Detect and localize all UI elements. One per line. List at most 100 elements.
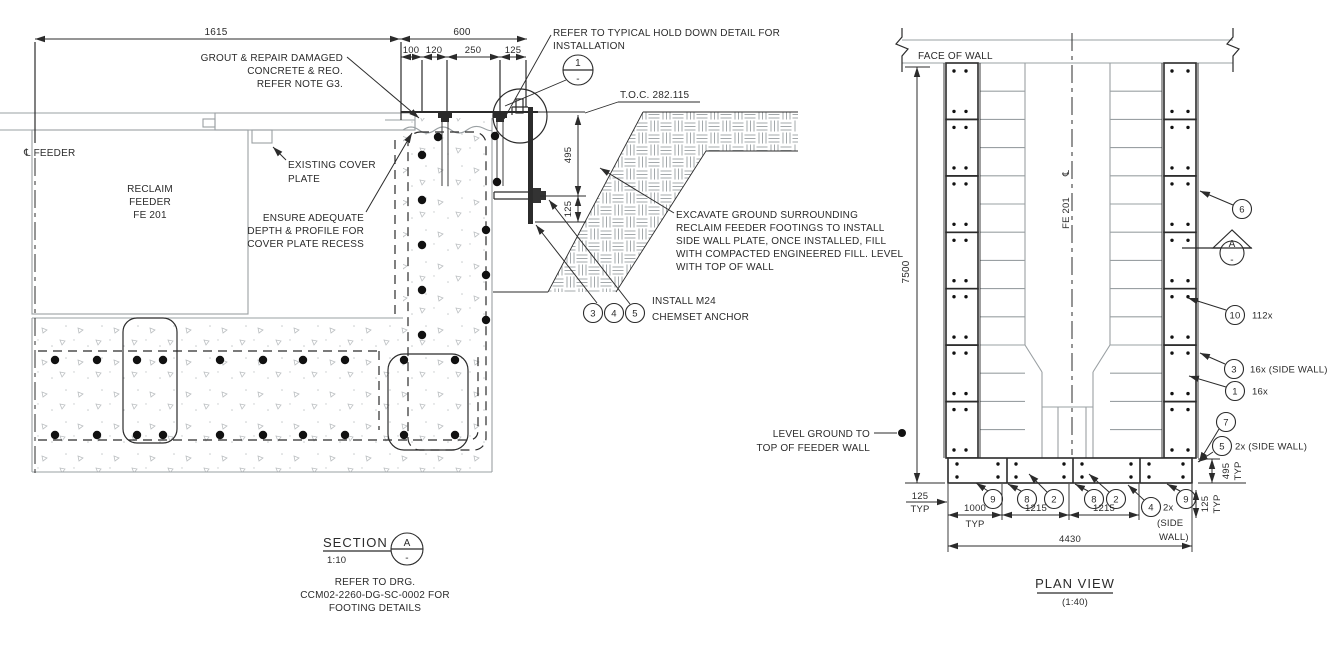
chemset-anchor-bolt bbox=[493, 188, 546, 203]
ensure-note-1: ENSURE ADEQUATE bbox=[263, 213, 364, 224]
callout-10-leader bbox=[1187, 297, 1227, 311]
ensure-note-2: DEPTH & PROFILE FOR bbox=[247, 226, 364, 237]
rebar-dot bbox=[450, 430, 460, 440]
wall-plate bbox=[1163, 231, 1197, 290]
excavate-note-5: WITH TOP OF WALL bbox=[676, 262, 774, 273]
rebar-dot bbox=[433, 132, 443, 142]
plate-bolt-dot bbox=[1170, 109, 1174, 114]
footer-note-2: CCM02-2260-DG-SC-0002 FOR bbox=[300, 590, 450, 601]
plate-bolt-dot bbox=[1186, 182, 1190, 186]
ensure-note-3: COVER PLATE RECESS bbox=[247, 239, 364, 250]
plan-marker-letter: A bbox=[1229, 239, 1236, 250]
plate-bolt-dot bbox=[1170, 69, 1174, 73]
excavation-slope-line bbox=[493, 111, 707, 293]
cover-note-2: PLATE bbox=[288, 174, 320, 185]
rebar-dot bbox=[417, 330, 427, 340]
band-bolt-dot bbox=[1062, 462, 1066, 466]
cover-plate-step bbox=[251, 129, 273, 144]
plate-bolt-dot bbox=[1170, 182, 1174, 186]
plate-bolt-dot bbox=[1186, 238, 1190, 242]
wall-plate bbox=[945, 400, 979, 459]
plate-bolt-dot bbox=[1170, 279, 1174, 283]
side-plate-angle bbox=[511, 106, 528, 115]
level-ground-note-2: TOP OF FEEDER WALL bbox=[757, 443, 871, 454]
face-of-wall-label: FACE OF WALL bbox=[918, 51, 993, 62]
wall-plate bbox=[1163, 400, 1197, 459]
rebar-dot bbox=[481, 270, 491, 280]
callout-7-label: 7 bbox=[1223, 418, 1228, 429]
plate-bolt-dot bbox=[964, 407, 968, 412]
plate-bolt-dot bbox=[952, 125, 956, 130]
rebar-dot bbox=[92, 430, 102, 440]
dim-120: 120 bbox=[426, 45, 442, 56]
callout-5p-qty: 2x (SIDE WALL) bbox=[1235, 442, 1307, 453]
hold-down-clip bbox=[515, 98, 524, 114]
plan-view: FACE OF WALL FE 201 ℄ 7500 LEVEL GROUND … bbox=[757, 28, 1327, 608]
rebar-dot bbox=[258, 355, 268, 365]
stirrup-right bbox=[387, 353, 469, 451]
callout-8b-leader bbox=[1074, 483, 1089, 492]
rebar-dot bbox=[481, 315, 491, 325]
callout-9b: 9 bbox=[1175, 488, 1197, 510]
plate-bolt-dot bbox=[1170, 448, 1174, 452]
callout-9a-leader bbox=[975, 482, 989, 492]
plan-title: PLAN VIEW bbox=[1035, 576, 1115, 591]
excavate-leader bbox=[599, 167, 675, 214]
plate-bolt-dot bbox=[1186, 295, 1190, 299]
plate-bolt-dot bbox=[952, 182, 956, 186]
rebar-dot bbox=[417, 285, 427, 295]
feeder-label-1: RECLAIM bbox=[127, 184, 173, 195]
dim-1615: 1615 bbox=[204, 27, 227, 38]
callout-4p-leader bbox=[1127, 484, 1145, 501]
rebar-dot bbox=[92, 355, 102, 365]
callout-4: 4 bbox=[603, 302, 625, 324]
grout-wavy-line bbox=[402, 125, 493, 134]
callout-9b-label: 9 bbox=[1183, 495, 1188, 506]
band-bolt-dot bbox=[955, 462, 959, 466]
dim-495r-typ: TYP bbox=[1233, 461, 1244, 480]
anchor-bolt-right bbox=[493, 112, 507, 186]
anchor-bolt-left bbox=[438, 112, 452, 186]
install-note-2: CHEMSET ANCHOR bbox=[652, 312, 749, 323]
rebar-dot bbox=[481, 225, 491, 235]
dim-1000-typ: TYP bbox=[965, 519, 984, 530]
callout-10-label: 10 bbox=[1230, 311, 1241, 322]
cover-note-1: EXISTING COVER bbox=[288, 160, 376, 171]
concrete-wall-fill bbox=[403, 118, 492, 320]
detail-bubble-number: 1 bbox=[575, 58, 581, 69]
dim-125r-typ: TYP bbox=[1212, 494, 1223, 513]
rebar-dot bbox=[492, 177, 502, 187]
callout-4p-qty: 2x bbox=[1163, 503, 1173, 514]
rebar-dot bbox=[298, 355, 308, 365]
rebar-dots bbox=[50, 131, 502, 440]
toc-label: T.O.C. 282.115 bbox=[620, 90, 690, 101]
side-wall-plate bbox=[528, 107, 533, 224]
callout-3p-label: 3 bbox=[1231, 365, 1236, 376]
install-leader-2 bbox=[548, 199, 631, 305]
excavate-note-4: WITH COMPACTED ENGINEERED FILL. LEVEL bbox=[676, 249, 903, 260]
excavate-note-2: RECLAIM FEEDER FOOTINGS TO INSTALL bbox=[676, 223, 885, 234]
plate-bolt-dot bbox=[1170, 166, 1174, 170]
plate-bolt-dot bbox=[964, 222, 968, 226]
fe201-label: FE 201 bbox=[1061, 197, 1072, 229]
cl-feeder-label: ℄ FEEDER bbox=[23, 148, 75, 159]
wall-face-lines bbox=[943, 63, 1199, 458]
plate-bolt-dot bbox=[964, 109, 968, 114]
rebar-dot bbox=[298, 430, 308, 440]
dim-495: 495 bbox=[563, 147, 574, 163]
plate-recess-step bbox=[385, 119, 416, 130]
section-marker-letter: A bbox=[404, 538, 411, 549]
band-bolt-dot bbox=[1014, 475, 1018, 479]
callout-5p-label: 5 bbox=[1219, 442, 1224, 453]
section-marker-sub: - bbox=[405, 553, 409, 564]
band-bolt-dot bbox=[996, 475, 1000, 479]
grout-note-1: GROUT & REPAIR DAMAGED bbox=[201, 53, 343, 64]
band-bolt-dot bbox=[955, 475, 959, 479]
plate-bolt-dot bbox=[964, 182, 968, 186]
ensure-leader bbox=[365, 132, 413, 213]
plate-bolt-dot bbox=[1186, 407, 1190, 412]
dim-100: 100 bbox=[403, 45, 419, 56]
band-bolt-dot bbox=[1014, 462, 1018, 466]
rebar-dot bbox=[158, 430, 168, 440]
dim-600: 600 bbox=[453, 27, 471, 38]
